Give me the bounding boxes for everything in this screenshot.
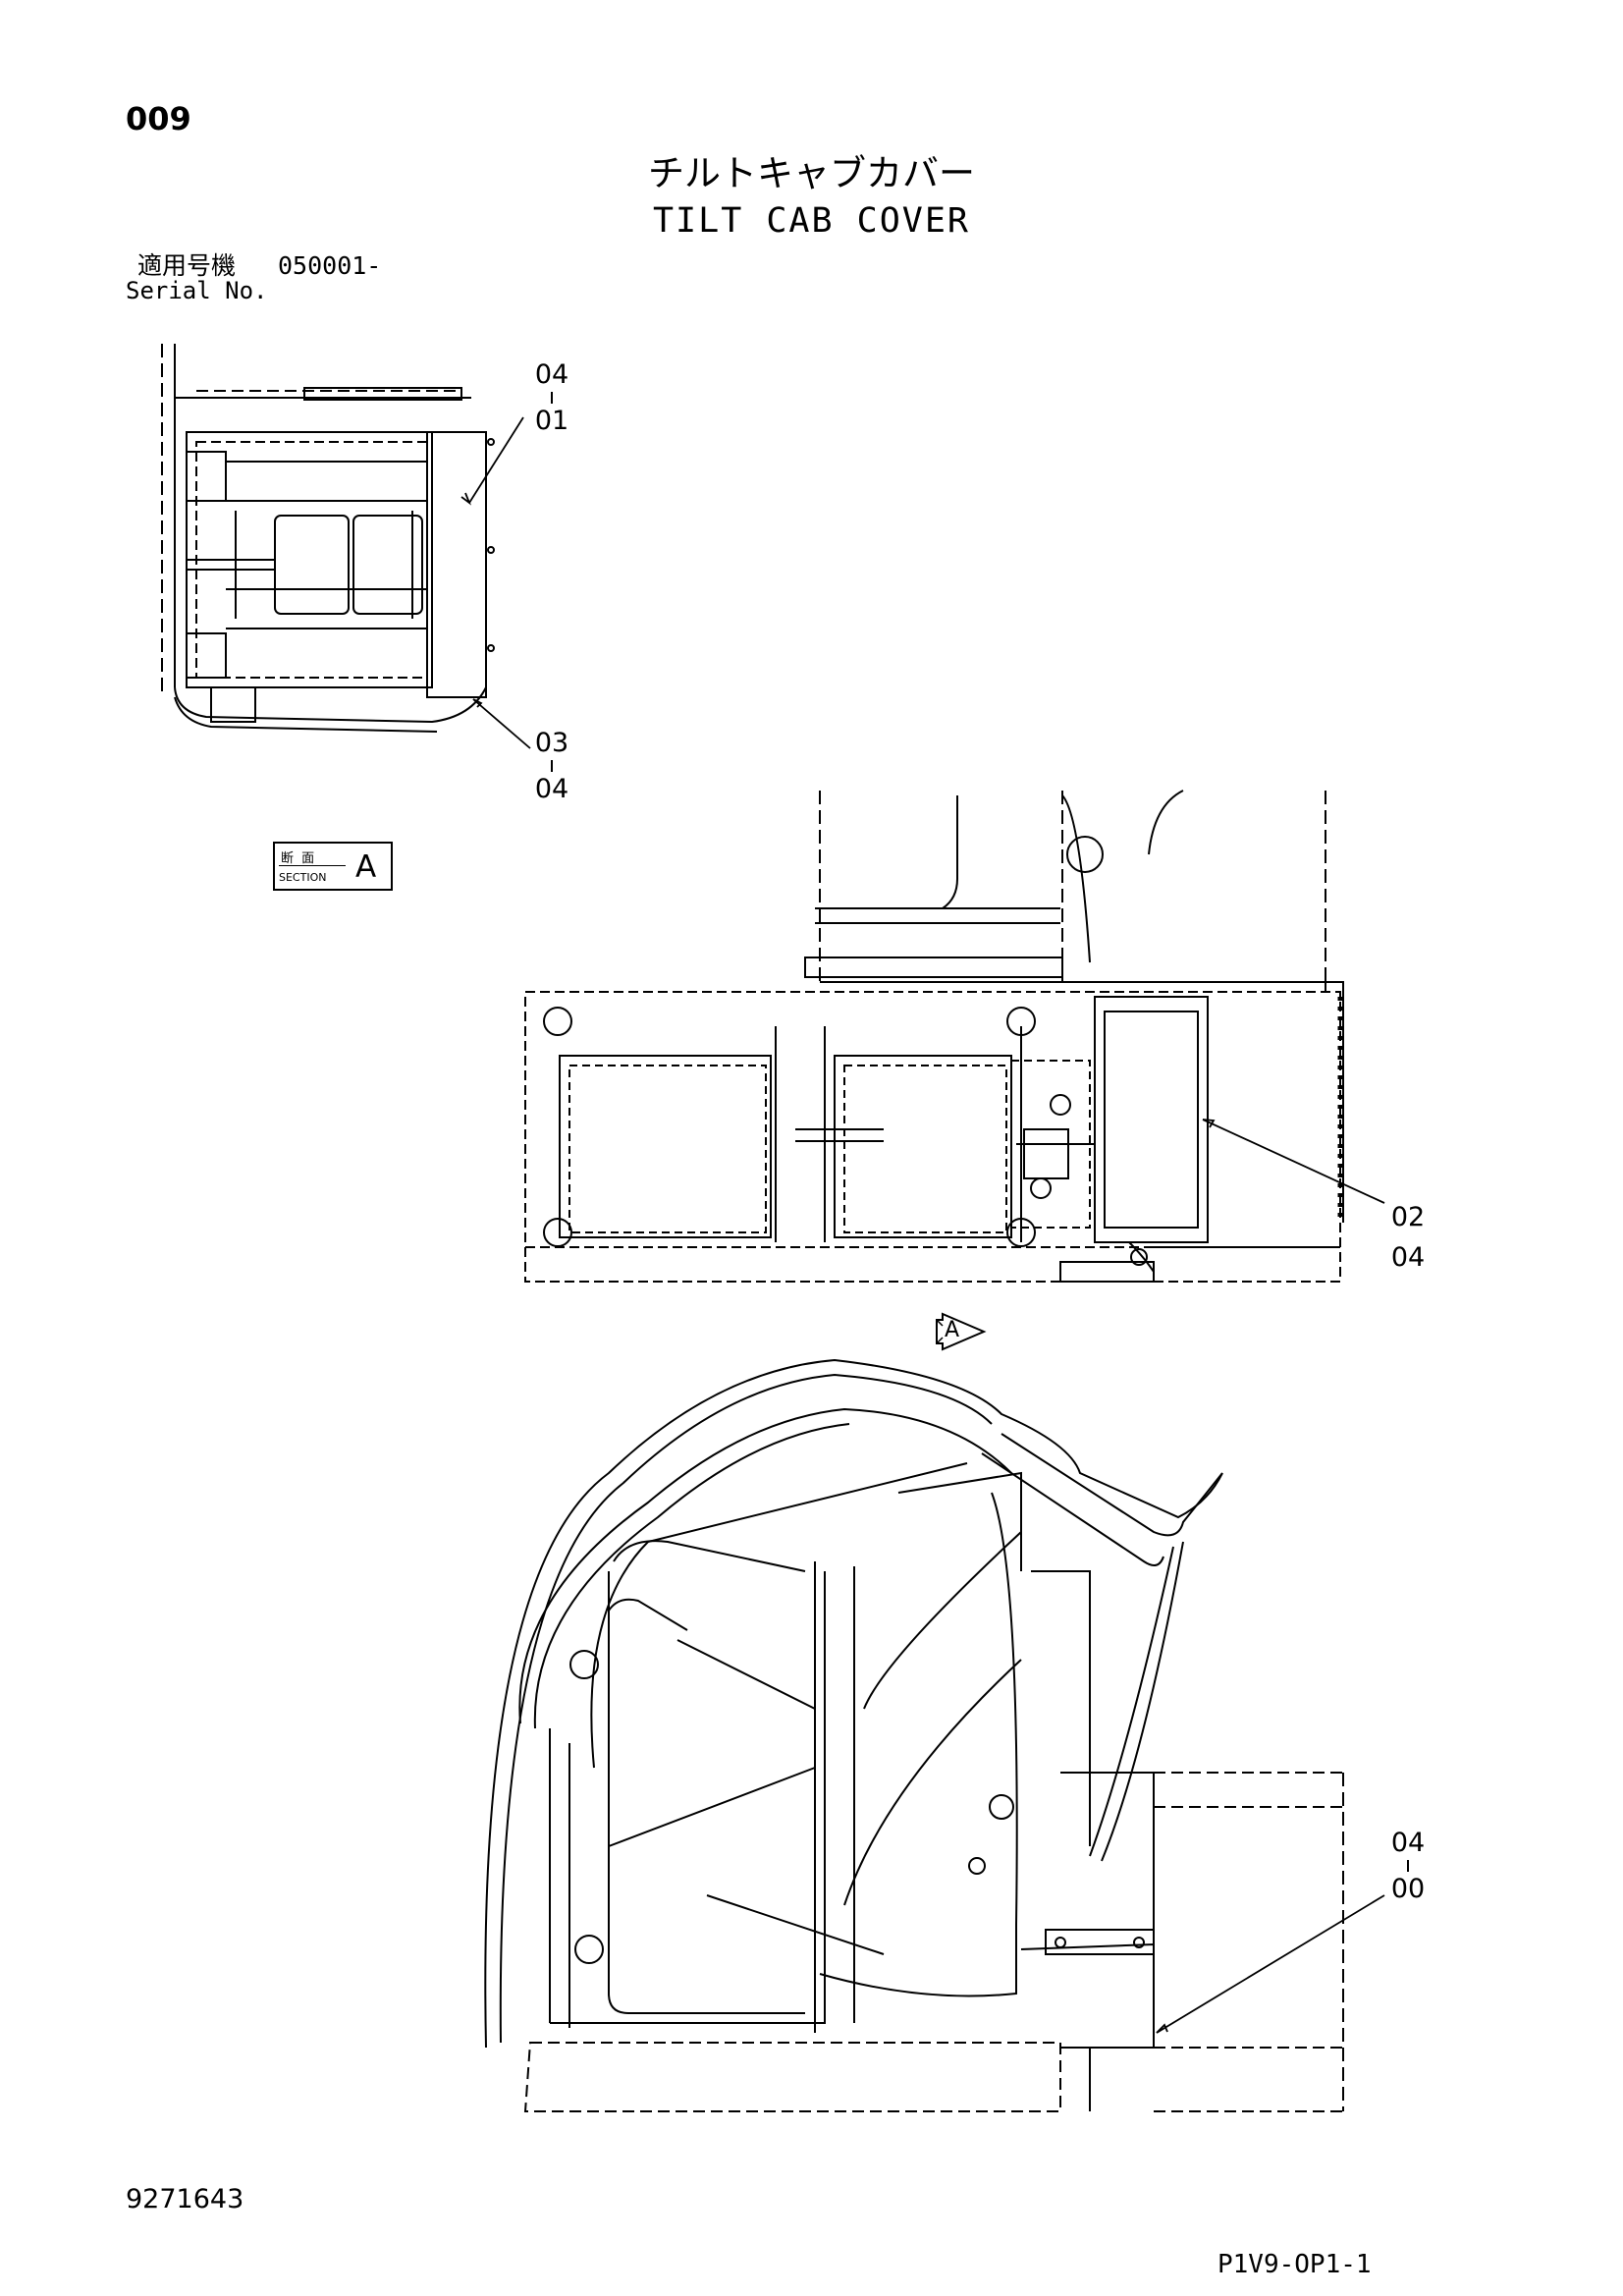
callout-bottom: 04 xyxy=(534,774,569,805)
callout-c2: 03 04 xyxy=(522,728,581,805)
page-title-english: TILT CAB COVER xyxy=(652,201,970,241)
callout-c3: 02 04 xyxy=(1379,1198,1437,1278)
view-letter: A xyxy=(945,1318,960,1342)
callout-top: 02 xyxy=(1390,1202,1426,1232)
callout-top: 03 xyxy=(534,728,569,758)
callout-top: 04 xyxy=(1390,1828,1426,1858)
document-number: 9271643 xyxy=(126,2184,244,2214)
cab-perspective-view xyxy=(484,1358,1344,2112)
page-title-japanese: チルトキャブカバー xyxy=(648,152,975,194)
serial-label-english: Serial No. xyxy=(126,277,268,304)
section-label-japanese: 断 面 xyxy=(281,851,317,866)
plan-view xyxy=(524,790,1344,1283)
section-divider xyxy=(279,865,346,866)
serial-label-japanese: 適用号機 xyxy=(137,251,237,280)
callout-separator xyxy=(551,392,553,405)
callout-bottom: 00 xyxy=(1390,1874,1426,1905)
leader-line-c4 xyxy=(1156,1894,1385,2034)
leader-line-c2 xyxy=(472,698,531,749)
callout-c1: 04 01 xyxy=(522,359,581,437)
callout-bottom: 04 xyxy=(1390,1241,1426,1273)
leader-line-c3 xyxy=(1202,1119,1385,1204)
callout-bottom: 01 xyxy=(534,406,569,437)
page-code: P1V9-OP1-1 xyxy=(1217,2250,1372,2279)
section-a-view xyxy=(161,344,495,733)
section-label-english: SECTION xyxy=(279,871,327,884)
section-marker: 断 面 SECTION A xyxy=(273,842,393,891)
callout-top: 04 xyxy=(534,359,569,390)
callout-separator xyxy=(551,760,553,773)
serial-value: 050001- xyxy=(278,251,382,280)
callout-c4: 04 00 xyxy=(1379,1828,1437,1905)
section-letter: A xyxy=(355,849,377,885)
view-direction-arrow-icon xyxy=(936,1312,987,1351)
page-number: 009 xyxy=(126,100,191,137)
leader-line-c1 xyxy=(468,416,524,504)
callout-separator xyxy=(1407,1860,1409,1873)
